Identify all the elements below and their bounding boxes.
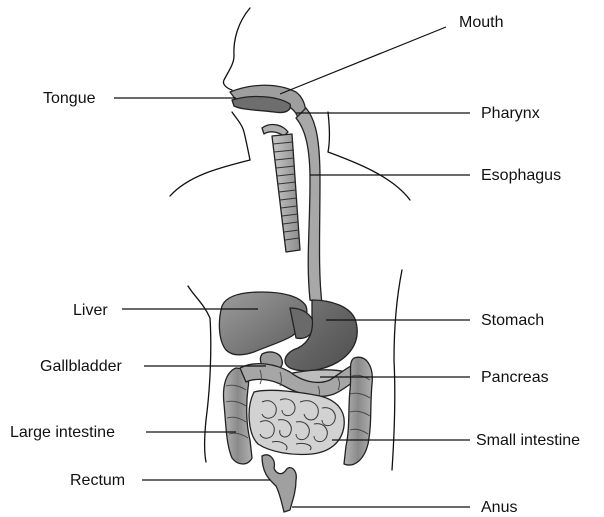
- label-anus: Anus: [481, 499, 517, 516]
- label-esophagus: Esophagus: [481, 167, 561, 184]
- label-stomach: Stomach: [481, 312, 544, 329]
- label-tongue: Tongue: [43, 90, 96, 107]
- label-gallbladder: Gallbladder: [40, 358, 123, 375]
- label-large-intestine: Large intestine: [10, 424, 115, 441]
- label-pharynx: Pharynx: [481, 105, 540, 122]
- label-liver: Liver: [73, 302, 108, 319]
- upper-digestive-tract: [230, 85, 322, 304]
- small-intestine-shape: [249, 390, 344, 454]
- rectum-shape: [262, 455, 296, 512]
- label-pancreas: Pancreas: [481, 369, 549, 386]
- label-rectum: Rectum: [70, 472, 125, 489]
- label-mouth: Mouth: [459, 14, 503, 31]
- esophagus-tube: [296, 108, 322, 304]
- label-small-intestine: Small intestine: [476, 432, 580, 449]
